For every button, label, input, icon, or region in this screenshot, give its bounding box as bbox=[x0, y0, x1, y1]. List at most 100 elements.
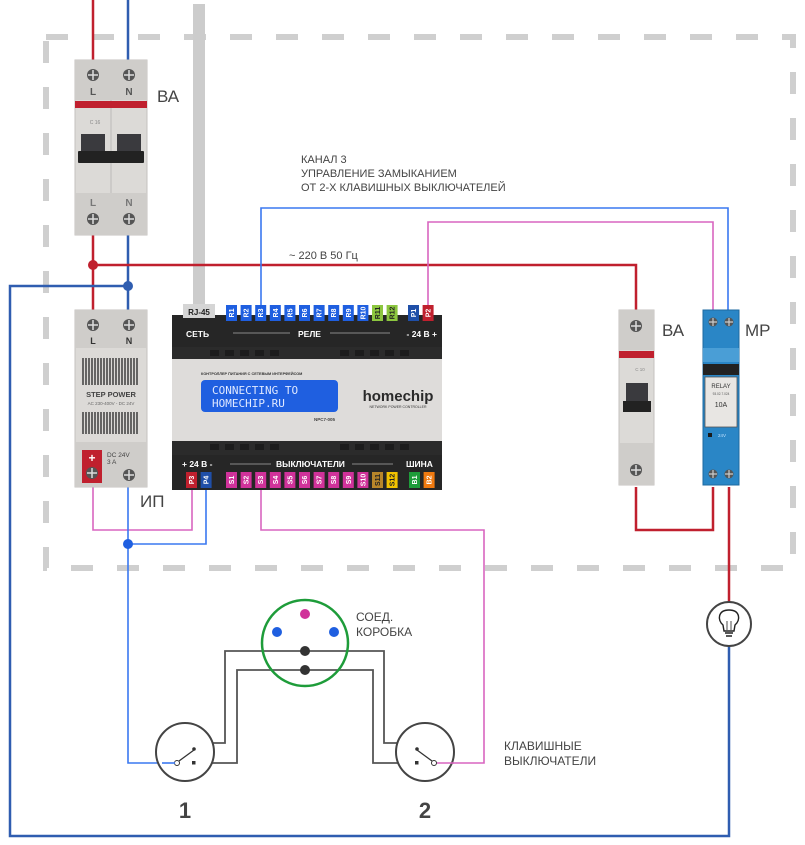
breaker-toggle[interactable] bbox=[626, 383, 648, 403]
terminal-pin-s11[interactable]: S11 bbox=[372, 472, 383, 488]
terminal-pin-r4[interactable]: R4 bbox=[269, 305, 281, 321]
terminal-pin-r1[interactable]: R1 bbox=[226, 305, 237, 321]
switch-circle bbox=[155, 722, 215, 782]
terminal-pin-b2[interactable]: B2 bbox=[423, 472, 435, 488]
terminal-pin-label: B1 bbox=[412, 475, 419, 484]
wires bbox=[8, 0, 731, 838]
switch-group-label: ВЫКЛЮЧАТЕЛИ bbox=[276, 459, 345, 469]
terminal-pin-label: B2 bbox=[427, 475, 434, 484]
terminal-pin-p2[interactable]: P2 bbox=[422, 305, 434, 321]
terminal-pin-r12[interactable]: R12 bbox=[386, 305, 398, 321]
breaker-rating: C 10 bbox=[635, 367, 645, 372]
bus-terminal-block: B1 B2 bbox=[409, 472, 435, 488]
wire-s3 bbox=[260, 490, 485, 764]
wire-phase-bus bbox=[93, 263, 638, 312]
terminal-pin-label: S2 bbox=[244, 476, 251, 485]
terminal-pin-p4[interactable]: P4 bbox=[200, 472, 212, 488]
rj45-port[interactable] bbox=[183, 304, 215, 318]
terminal-label: L bbox=[90, 336, 96, 346]
channel-label-3: ОТ 2-Х КЛАВИШНЫХ ВЫКЛЮЧАТЕЛЕЙ bbox=[301, 181, 506, 194]
terminal-pin-p1[interactable]: P1 bbox=[408, 305, 419, 321]
lcd-line-2: HOMECHIP.RU bbox=[212, 397, 285, 410]
terminal-pin-s5[interactable]: S5 bbox=[284, 472, 296, 488]
terminal-pin-label: R2 bbox=[244, 308, 251, 317]
power-supply[interactable]: L N STEP POWER AC 230-400V - DC 24V + DC… bbox=[74, 309, 148, 488]
terminal-pin-r5[interactable]: R5 bbox=[284, 305, 296, 321]
enclosure-border bbox=[43, 34, 796, 571]
junction-dot-phase bbox=[88, 260, 98, 270]
terminal-pin-label: S9 bbox=[346, 476, 353, 485]
terminal-pin-p3[interactable]: P3 bbox=[186, 472, 197, 488]
main-breaker[interactable]: L N L N C 16 bbox=[74, 59, 148, 236]
junction-label-2: КОРОБКА bbox=[356, 625, 412, 639]
wire-control-p2 bbox=[427, 221, 714, 312]
terminal-pin-r10[interactable]: R10 bbox=[357, 305, 369, 321]
power-bottom-label: + 24 В - bbox=[182, 459, 213, 469]
lamp-circle bbox=[706, 601, 752, 647]
terminal-pin-label: P1 bbox=[411, 309, 418, 318]
terminal-pin-s12[interactable]: S12 bbox=[386, 472, 398, 488]
wire-psu-minus bbox=[127, 487, 162, 764]
terminal-pin-label: R12 bbox=[390, 306, 397, 319]
terminal-pin-r7[interactable]: R7 bbox=[313, 305, 325, 321]
psu-output-voltage: DC 24V bbox=[107, 452, 130, 459]
screw-icon bbox=[87, 69, 135, 225]
terminal-pin-s2[interactable]: S2 bbox=[240, 472, 252, 488]
terminal-pin-s9[interactable]: S9 bbox=[342, 472, 354, 488]
terminal-pin-s8[interactable]: S8 bbox=[328, 472, 340, 488]
junction-terminal-blue bbox=[272, 627, 282, 637]
terminal-pin-s4[interactable]: S4 bbox=[269, 472, 281, 488]
controller-model: NPC7-005 bbox=[314, 417, 336, 422]
terminal-pin-label: R11 bbox=[375, 307, 382, 320]
network-cable bbox=[193, 4, 205, 304]
switch-1[interactable] bbox=[155, 722, 215, 782]
junction-terminal-blue bbox=[329, 627, 339, 637]
terminal-pin-label: R6 bbox=[302, 308, 309, 317]
switch-2[interactable] bbox=[395, 722, 455, 782]
switch-2-number: 2 bbox=[419, 798, 431, 823]
psu-label: ИП bbox=[140, 492, 164, 511]
psu-spec: AC 230-400V - DC 24V bbox=[88, 401, 135, 406]
wire-neutral-loop bbox=[8, 284, 731, 838]
load-breaker[interactable]: C 10 bbox=[618, 309, 655, 486]
terminal-pin-r3[interactable]: R3 bbox=[255, 305, 267, 321]
screw-icon bbox=[87, 319, 135, 481]
terminal-pin-r2[interactable]: R2 bbox=[240, 305, 252, 321]
terminal-pin-label: P4 bbox=[204, 476, 211, 485]
lamp bbox=[706, 601, 752, 647]
terminal-pin-label: R10 bbox=[360, 306, 367, 319]
plus-icon: + bbox=[88, 451, 95, 465]
junction-terminal-black bbox=[300, 665, 310, 675]
terminal-pin-s3[interactable]: S3 bbox=[255, 472, 267, 488]
breaker-stripe bbox=[619, 351, 654, 358]
terminal-pin-label: S8 bbox=[331, 476, 338, 485]
terminal-pin-s6[interactable]: S6 bbox=[299, 472, 310, 488]
channel-label-2: УПРАВЛЕНИЕ ЗАМЫКАНИЕМ bbox=[301, 168, 457, 180]
terminal-pin-label: R7 bbox=[317, 308, 324, 317]
voltage-label: ~ 220 В 50 Гц bbox=[289, 250, 359, 262]
psu-vent-top bbox=[82, 358, 138, 385]
switches-label-2: ВЫКЛЮЧАТЕЛИ bbox=[504, 754, 596, 768]
channel-label-1: КАНАЛ 3 bbox=[301, 154, 347, 166]
terminal-pin-r11[interactable]: R11 bbox=[372, 305, 383, 321]
terminal-pin-s1[interactable]: S1 bbox=[226, 472, 237, 488]
modular-relay[interactable]: RELAY 93.02.7.024 10A 24V bbox=[702, 309, 740, 486]
terminal-pin-label: R8 bbox=[331, 308, 338, 317]
controller-subtitle: КОНТРОЛЛЕР ПИТАНИЯ С СЕТЕВЫМ ИНТЕРФЕЙСОМ bbox=[201, 372, 302, 376]
power-top-terminal-block: P1 P2 bbox=[408, 305, 434, 321]
main-breaker-label: ВА bbox=[157, 87, 180, 106]
terminal-pin-b1[interactable]: B1 bbox=[409, 472, 420, 488]
terminal-pin-r6[interactable]: R6 bbox=[299, 305, 310, 321]
terminal-pin-s10[interactable]: S10 bbox=[357, 472, 369, 488]
relay-label-plate bbox=[704, 376, 738, 428]
terminal-pin-s7[interactable]: S7 bbox=[313, 472, 325, 488]
terminal-pin-r9[interactable]: R9 bbox=[342, 305, 354, 321]
breaker-toggle[interactable] bbox=[81, 134, 105, 154]
relay-label: МР bbox=[745, 321, 771, 340]
terminal-pin-r8[interactable]: R8 bbox=[328, 305, 340, 321]
controller-vents bbox=[210, 350, 409, 450]
terminal-pin-label: P3 bbox=[189, 476, 196, 485]
terminal-pin-label: S3 bbox=[258, 476, 265, 485]
